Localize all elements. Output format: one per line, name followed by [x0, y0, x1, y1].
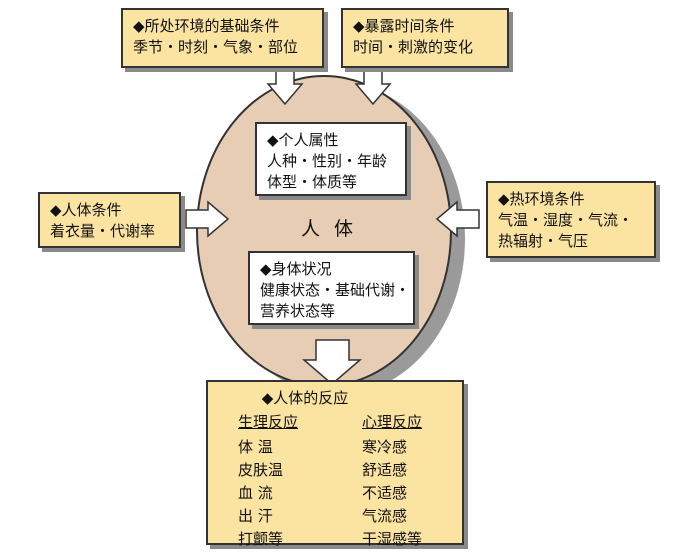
exposure-time-text: 时间・刺激的变化 — [353, 38, 474, 56]
physiological-header: 生理反应 — [238, 413, 299, 431]
psychological-column: 心理反应 寒冷感 舒适感 不适感 气流感 干湿感等 — [362, 411, 422, 551]
body-status-box: ◆身体状况 健康状态・基础代谢・ 营养状态等 — [248, 251, 415, 325]
physiological-item: 出 汗 — [238, 507, 273, 525]
body-condition-text: 着衣量・代谢率 — [50, 222, 156, 240]
environment-base-title: ◆所处环境的基础条件 — [133, 17, 280, 35]
arrow-down-exposure — [354, 69, 392, 106]
physiological-item: 皮肤温 — [238, 461, 284, 479]
body-status-title: ◆身体状况 — [260, 260, 332, 278]
environment-base-text: 季节・时刻・气象・部位 — [133, 38, 299, 56]
body-condition-title: ◆人体条件 — [50, 201, 122, 219]
body-status-line2: 营养状态等 — [260, 302, 336, 320]
environment-base-box: ◆所处环境的基础条件 季节・时刻・气象・部位 — [121, 8, 324, 68]
physiological-item: 打颤等 — [238, 530, 284, 548]
arrow-down-reaction — [301, 339, 363, 385]
psychological-item: 寒冷感 — [362, 438, 408, 456]
thermal-environment-line1: 气温・湿度・气流・ — [498, 211, 634, 229]
physiological-column: 生理反应 体 温 皮肤温 血 流 出 汗 打颤等 — [238, 411, 298, 551]
thermal-environment-title: ◆热环境条件 — [498, 190, 585, 208]
thermal-environment-box: ◆热环境条件 气温・湿度・气流・ 热辐射・气压 — [486, 181, 656, 258]
psychological-header: 心理反应 — [362, 413, 423, 431]
thermal-environment-line2: 热辐射・气压 — [498, 232, 589, 250]
arrow-left-thermal — [435, 200, 480, 238]
personal-attributes-box: ◆个人属性 人种・性别・年龄 体型・体质等 — [255, 122, 407, 196]
psychological-item: 舒适感 — [362, 461, 408, 479]
body-condition-box: ◆人体条件 着衣量・代谢率 — [38, 192, 181, 248]
psychological-item: 干湿感等 — [362, 530, 423, 548]
exposure-time-title: ◆暴露时间条件 — [353, 17, 455, 35]
body-status-line1: 健康状态・基础代谢・ — [260, 281, 411, 299]
psychological-item: 不适感 — [362, 484, 408, 502]
personal-attributes-title: ◆个人属性 — [267, 131, 339, 149]
physiological-item: 体 温 — [238, 438, 273, 456]
arrow-down-env — [266, 69, 304, 106]
personal-attributes-line1: 人种・性别・年龄 — [267, 152, 388, 170]
human-reaction-box: ◆人体的反应 生理反应 体 温 皮肤温 血 流 出 汗 打颤等 心理反应 寒冷感… — [206, 380, 464, 548]
exposure-time-box: ◆暴露时间条件 时间・刺激的变化 — [341, 8, 509, 68]
human-reaction-title: ◆人体的反应 — [261, 389, 349, 407]
human-body-label: 人体 — [301, 218, 368, 240]
arrow-right-body-cond — [185, 200, 230, 238]
personal-attributes-line2: 体型・体质等 — [267, 173, 358, 191]
psychological-item: 气流感 — [362, 507, 408, 525]
physiological-item: 血 流 — [238, 484, 273, 502]
